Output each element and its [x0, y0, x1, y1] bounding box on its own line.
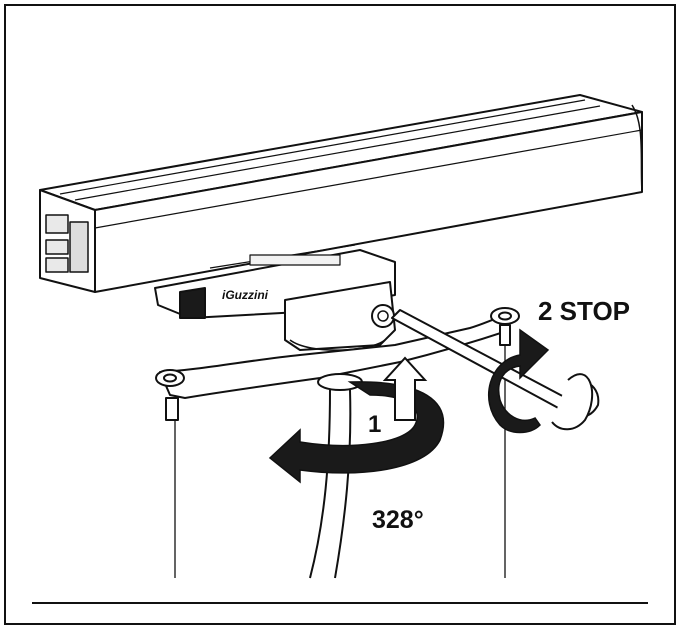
- central-cable: [309, 389, 352, 579]
- rotation-arrow-2-icon: [487, 328, 550, 434]
- step2-stop-label: 2 STOP: [538, 296, 630, 326]
- screwdriver-icon: [391, 309, 600, 431]
- step1-label: 1: [368, 411, 381, 438]
- rotation-arrow-1-icon: [268, 356, 445, 484]
- rotation-angle-label: 328°: [372, 506, 424, 534]
- track-profile: [39, 94, 643, 293]
- adapter-knob[interactable]: [179, 287, 206, 319]
- brand-mark: iGuzzini: [222, 288, 269, 302]
- suspension-wires: [174, 345, 506, 578]
- fixture-arms: [155, 307, 520, 421]
